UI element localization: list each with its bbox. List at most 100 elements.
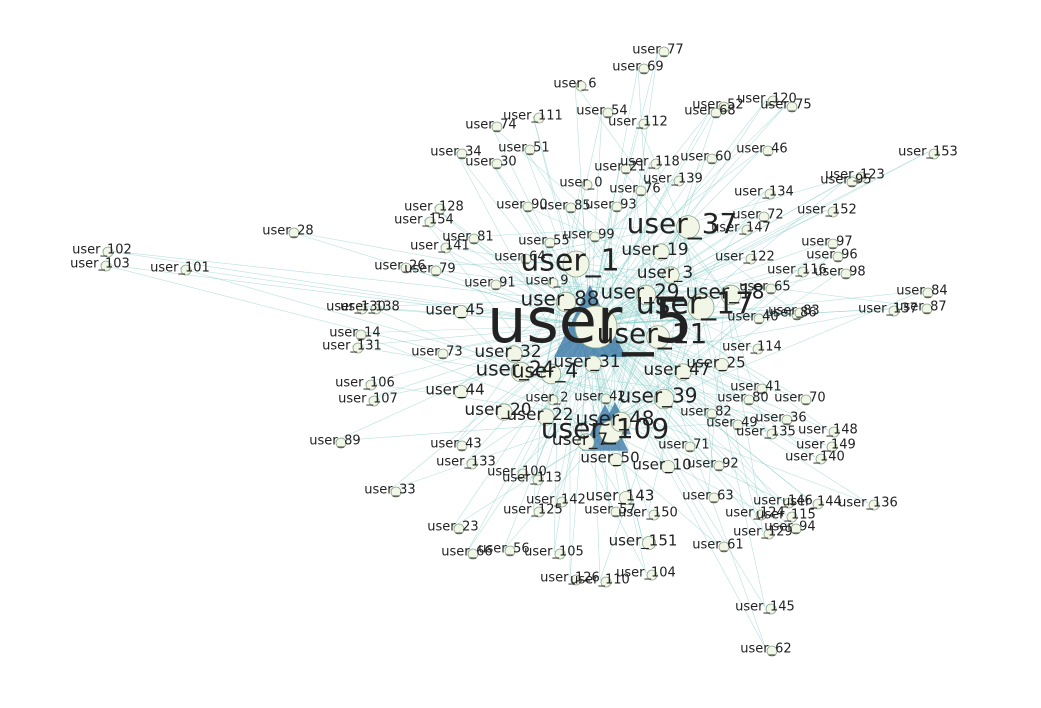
node-user-150[interactable]: [648, 509, 660, 521]
node-user-84[interactable]: [922, 287, 934, 299]
node-user-6[interactable]: [575, 80, 587, 92]
node-user-9[interactable]: [547, 277, 559, 289]
node-user-48[interactable]: [610, 411, 632, 433]
node-user-30[interactable]: [491, 158, 503, 170]
node-user-113[interactable]: [532, 474, 544, 486]
node-user-114[interactable]: [752, 343, 764, 355]
node-user-71[interactable]: [684, 441, 696, 453]
node-user-104[interactable]: [646, 569, 658, 581]
node-user-90[interactable]: [522, 201, 534, 213]
node-user-81[interactable]: [468, 233, 480, 245]
node-user-74[interactable]: [491, 121, 503, 133]
node-user-11[interactable]: [646, 325, 670, 349]
node-user-40[interactable]: [753, 313, 765, 325]
node-user-89[interactable]: [335, 437, 347, 449]
node-user-45[interactable]: [453, 304, 468, 319]
node-user-1[interactable]: [562, 250, 590, 278]
node-user-153[interactable]: [928, 148, 940, 160]
node-user-75[interactable]: [786, 101, 798, 113]
node-user-80[interactable]: [743, 394, 755, 406]
node-user-21[interactable]: [620, 163, 632, 175]
node-user-137[interactable]: [888, 305, 900, 317]
node-user-61[interactable]: [718, 541, 730, 553]
node-user-66[interactable]: [467, 548, 479, 560]
node-user-34[interactable]: [456, 148, 468, 160]
node-user-123[interactable]: [855, 171, 867, 183]
node-user-33[interactable]: [390, 486, 402, 498]
node-user-47[interactable]: [674, 363, 692, 381]
node-user-133[interactable]: [466, 458, 478, 470]
node-user-42[interactable]: [600, 393, 612, 405]
node-user-95[interactable]: [846, 176, 858, 188]
node-user-24[interactable]: [510, 361, 532, 383]
node-user-118[interactable]: [650, 158, 662, 170]
node-user-28[interactable]: [288, 227, 300, 239]
node-user-43[interactable]: [456, 440, 468, 452]
node-user-147[interactable]: [741, 224, 753, 236]
node-user-128[interactable]: [434, 203, 446, 215]
node-user-10[interactable]: [661, 459, 676, 474]
node-user-148[interactable]: [828, 426, 840, 438]
node-user-124[interactable]: [755, 509, 767, 521]
node-user-52[interactable]: [718, 101, 730, 113]
node-user-49[interactable]: [732, 419, 744, 431]
node-user-2[interactable]: [547, 394, 559, 406]
node-user-88[interactable]: [555, 291, 577, 313]
node-user-14[interactable]: [355, 329, 367, 341]
node-user-37[interactable]: [676, 215, 700, 239]
node-user-46[interactable]: [762, 145, 774, 157]
node-user-141[interactable]: [440, 242, 452, 254]
node-user-136[interactable]: [868, 499, 880, 511]
node-user-94[interactable]: [790, 523, 802, 535]
node-user-92[interactable]: [713, 460, 725, 472]
node-user-25[interactable]: [715, 357, 730, 372]
node-user-102[interactable]: [102, 246, 114, 258]
node-user-142[interactable]: [556, 496, 568, 508]
node-user-152[interactable]: [827, 206, 839, 218]
node-user-68[interactable]: [710, 107, 722, 119]
node-user-115[interactable]: [786, 511, 798, 523]
node-user-77[interactable]: [658, 46, 670, 58]
node-user-36[interactable]: [781, 414, 793, 426]
node-user-19[interactable]: [652, 243, 670, 261]
node-user-26[interactable]: [400, 262, 412, 274]
node-user-39[interactable]: [653, 388, 675, 410]
node-user-18[interactable]: [720, 284, 742, 306]
node-user-93[interactable]: [611, 201, 623, 213]
node-user-73[interactable]: [437, 348, 449, 360]
node-user-20[interactable]: [495, 403, 513, 421]
node-user-7[interactable]: [577, 433, 595, 451]
node-user-44[interactable]: [453, 384, 468, 399]
node-user-146[interactable]: [783, 497, 795, 509]
node-user-41[interactable]: [756, 383, 768, 395]
node-user-129[interactable]: [763, 528, 775, 540]
node-user-134[interactable]: [764, 188, 776, 200]
node-user-120[interactable]: [767, 95, 779, 107]
node-user-135[interactable]: [766, 428, 778, 440]
node-user-83[interactable]: [794, 307, 806, 319]
node-user-82[interactable]: [706, 408, 718, 420]
node-user-144[interactable]: [812, 498, 824, 510]
node-user-122[interactable]: [745, 253, 757, 265]
node-user-0[interactable]: [581, 179, 593, 191]
node-user-149[interactable]: [826, 441, 838, 453]
node-user-99[interactable]: [589, 231, 601, 243]
node-user-87[interactable]: [921, 303, 933, 315]
node-user-96[interactable]: [832, 251, 844, 263]
node-user-105[interactable]: [554, 548, 566, 560]
node-user-3[interactable]: [662, 266, 680, 284]
node-user-85[interactable]: [565, 202, 577, 214]
node-user-139[interactable]: [673, 175, 685, 187]
node-user-125[interactable]: [533, 506, 545, 518]
node-user-103[interactable]: [100, 260, 112, 272]
node-user-63[interactable]: [708, 492, 720, 504]
node-user-17[interactable]: [687, 293, 715, 321]
node-user-51[interactable]: [524, 144, 536, 156]
node-user-107[interactable]: [368, 395, 380, 407]
node-user-154[interactable]: [424, 216, 436, 228]
node-user-72[interactable]: [758, 211, 770, 223]
node-user-4[interactable]: [540, 363, 562, 385]
node-user-131[interactable]: [352, 342, 364, 354]
node-user-60[interactable]: [706, 153, 718, 165]
node-user-91[interactable]: [490, 279, 502, 291]
